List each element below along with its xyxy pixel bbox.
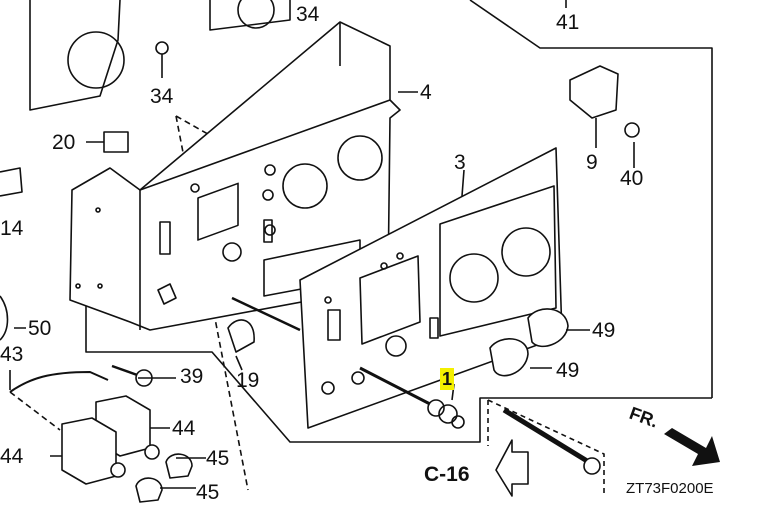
leader-lines [9, 91, 635, 489]
part-1-cable [359, 366, 465, 429]
fr-arrow [664, 428, 720, 466]
label-part-3: 3 [454, 151, 466, 174]
part-19-grommet [227, 296, 301, 353]
label-part-19: 19 [236, 369, 260, 392]
part-34-components [29, 0, 291, 111]
label-part-45-upper: 45 [206, 447, 230, 470]
label-part-44-right: 44 [172, 417, 196, 440]
label-part-20: 20 [52, 131, 76, 154]
frame-line-left [85, 270, 712, 443]
label-part-49-upper: 49 [592, 319, 616, 342]
label-part-4: 4 [420, 81, 432, 104]
label-part-40: 40 [620, 167, 644, 190]
frame-line-top [469, 0, 713, 398]
part-39-screw [111, 364, 153, 387]
label-part-44-left: 44 [0, 445, 24, 468]
label-part-39: 39 [180, 365, 204, 388]
label-part-14: 14 [0, 217, 24, 240]
frame-dashed-3 [9, 391, 61, 431]
label-part-41: 41 [556, 11, 580, 34]
label-part-43: 43 [0, 343, 24, 366]
reference-label: C-16 [424, 463, 470, 486]
part-14-item [0, 167, 23, 197]
part-49-covers [489, 308, 569, 377]
label-part-49-lower: 49 [556, 359, 580, 382]
part-4-bracket [69, 21, 401, 331]
label-part-34-top: 34 [296, 3, 320, 26]
c16-arrow [495, 439, 529, 497]
label-part-45-lower: 45 [196, 481, 220, 504]
inset-box [487, 399, 605, 496]
part-50-item [0, 295, 9, 341]
part-43-wire [9, 371, 109, 393]
part-9-connector [569, 65, 640, 160]
label-part-9: 9 [586, 151, 598, 174]
part-45-caps [135, 453, 193, 503]
label-part-1: 1 [440, 368, 455, 390]
part-20-clip [103, 131, 129, 153]
label-part-34-mid: 34 [150, 85, 174, 108]
label-part-50: 50 [28, 317, 52, 340]
diagram-code: ZT73F0200E [626, 480, 714, 497]
part-44-breakers [61, 395, 160, 485]
